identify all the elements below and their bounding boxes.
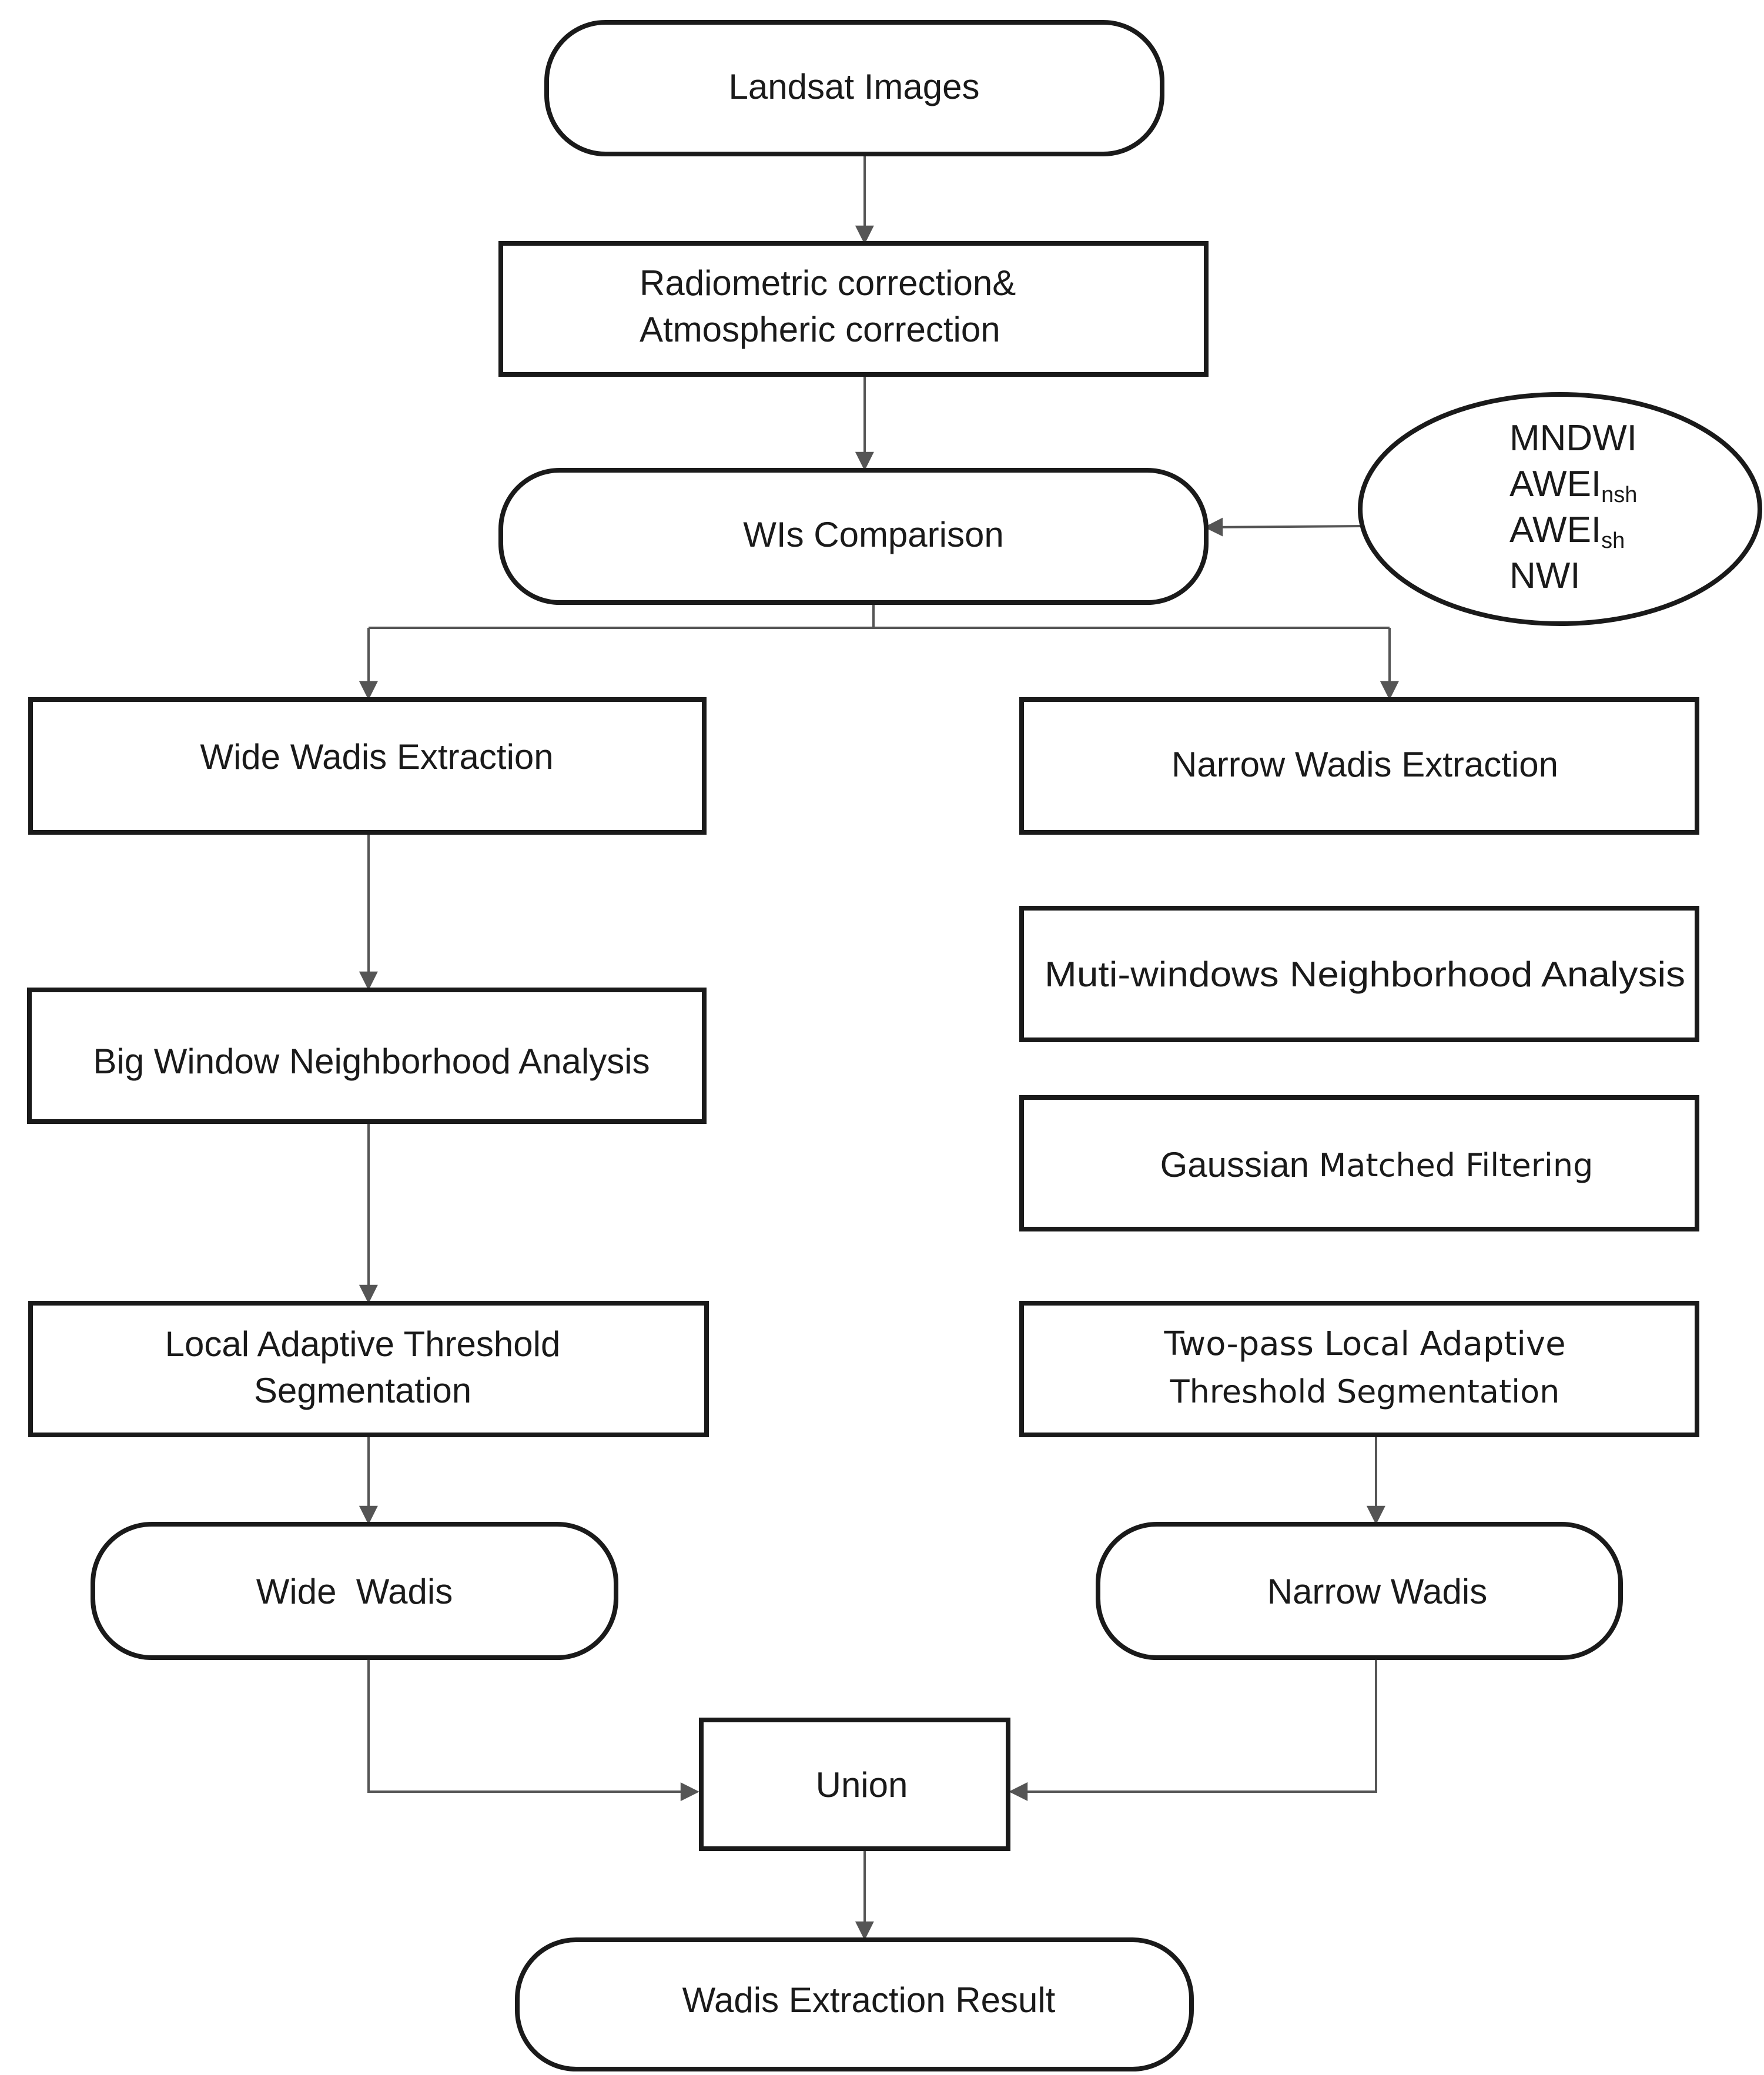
wide-extraction-label: Wide Wadis Extraction <box>200 737 553 777</box>
node-union: Union <box>699 1718 1010 1851</box>
svg-text:Atmospheric correction: Atmospheric correction <box>640 310 1000 349</box>
narrow-extraction-label: Narrow Wadis Extraction <box>1171 745 1558 784</box>
index-nwi: NWI <box>1509 555 1581 596</box>
node-radiometric-atmospheric-correction: Radiometric correction& Atmospheric corr… <box>498 241 1209 377</box>
node-wis-comparison: WIs Comparison <box>498 468 1209 605</box>
correction-label-line2: Atmospheric correction <box>640 310 1000 349</box>
two-pass-label-line1: Two-pass Local Adaptive <box>1163 1325 1565 1363</box>
svg-text:Radiometric correction&: Radiometric correction& <box>640 263 1016 303</box>
result-label: Wadis Extraction Result <box>682 1980 1056 2020</box>
connectors <box>359 154 1399 1940</box>
svg-text:Local Adaptive Threshold: Local Adaptive Threshold <box>165 1324 561 1364</box>
local-threshold-label-line1: Local Adaptive Threshold <box>165 1324 561 1364</box>
node-wide-wadis-extraction: Wide Wadis Extraction <box>28 697 707 835</box>
wis-comparison-label: WIs Comparison <box>743 515 1003 554</box>
big-window-label: Big Window Neighborhood Analysis <box>93 1042 650 1081</box>
node-landsat-images: Landsat Images <box>544 20 1164 156</box>
node-narrow-wadis: Narrow Wadis <box>1096 1522 1623 1660</box>
node-wide-wadis: Wide Wadis <box>91 1522 618 1660</box>
multi-windows-label: Muti-windows Neighborhood Analysis <box>1045 955 1685 994</box>
node-two-pass-threshold: Two-pass Local Adaptive Threshold Segmen… <box>1019 1301 1699 1437</box>
node-local-adaptive-threshold: Local Adaptive Threshold Segmentation <box>28 1301 709 1437</box>
node-gaussian-matched-filtering: Gaussian Matched Filtering <box>1019 1095 1699 1231</box>
node-wadis-extraction-result: Wadis Extraction Result <box>515 1937 1194 2071</box>
gaussian-filtering-label: Gaussian Matched Filtering <box>1160 1145 1594 1184</box>
svg-text:Threshold Segmentation: Threshold Segmentation <box>1170 1373 1560 1410</box>
wide-wadis-label: Wide Wadis <box>256 1572 453 1611</box>
two-pass-label-line2: Threshold Segmentation <box>1170 1373 1560 1410</box>
arrow-wide-wadis-to-union <box>367 1658 699 1802</box>
narrow-wadis-label: Narrow Wadis <box>1267 1572 1488 1611</box>
index-awei-nsh: AWEInsh <box>1509 464 1637 507</box>
arrow-narrow-wadis-to-union <box>1009 1658 1377 1801</box>
node-multi-windows-analysis: Muti-windows Neighborhood Analysis <box>1019 906 1699 1042</box>
arrow-indices-to-comparison <box>1204 517 1363 537</box>
index-mndwi: MNDWI <box>1509 418 1637 458</box>
landsat-images-label: Landsat Images <box>729 67 980 106</box>
node-big-window-analysis: Big Window Neighborhood Analysis <box>27 988 707 1124</box>
node-narrow-wadis-extraction: Narrow Wadis Extraction <box>1019 697 1699 835</box>
index-awei-sh: AWEIsh <box>1509 510 1625 553</box>
svg-text:Segmentation: Segmentation <box>254 1371 471 1410</box>
local-threshold-label-line2: Segmentation <box>254 1371 471 1410</box>
correction-label-line1: Radiometric correction& <box>640 263 1016 303</box>
svg-text:Two-pass Local Adaptive: Two-pass Local Adaptive <box>1163 1325 1565 1363</box>
union-label: Union <box>816 1765 908 1805</box>
branch-split-line <box>369 603 1390 629</box>
node-water-indices: MNDWI AWEInsh AWEIsh NWI <box>1358 392 1762 626</box>
